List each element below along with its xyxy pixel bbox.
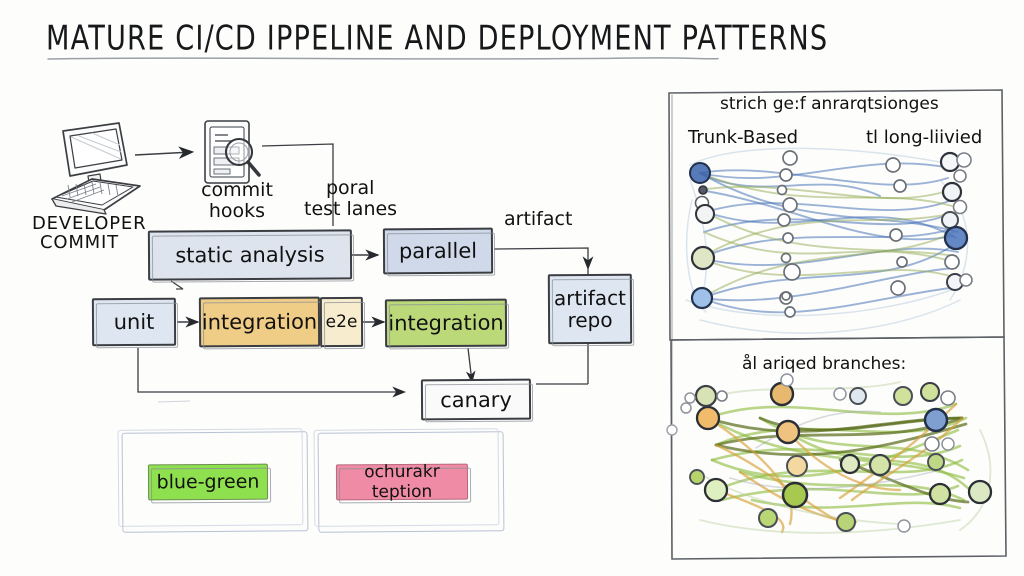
commit-hooks-line1: commit — [201, 179, 273, 201]
page-title: MATURE CI/CD IPPELINE AND DEPLOYMENT PAT… — [46, 18, 829, 59]
document-magnifier-icon — [204, 120, 261, 184]
node-ochurakr-teption[interactable]: ochurakr teption — [335, 461, 469, 503]
flow-connectors — [134, 143, 594, 403]
node-blue-green[interactable]: blue-green — [147, 463, 269, 501]
long-lived-label: tl long-liivied — [866, 127, 983, 148]
node-canary-label: canary — [440, 387, 512, 412]
node-integration-orange[interactable]: integration — [198, 296, 321, 348]
node-canary[interactable]: canary — [420, 378, 532, 421]
node-e2e-label: e2e — [325, 311, 358, 333]
node-blue-green-label: blue-green — [156, 470, 260, 494]
node-integration-green-label: integration — [388, 310, 504, 336]
artifact-label-text: artifact — [504, 208, 573, 230]
developer-commit-label: DEVELOPER COMMIT — [32, 214, 146, 253]
node-static-analysis[interactable]: static analysis — [147, 229, 353, 281]
commit-hooks-label: commit hooks — [198, 180, 276, 221]
long-lived-branch-network — [666, 373, 993, 534]
node-integration-green[interactable]: integration — [384, 298, 508, 348]
commit-hooks-line2: hooks — [208, 199, 266, 222]
node-unit-label: unit — [113, 309, 155, 335]
node-parallel[interactable]: parallel — [382, 227, 494, 275]
trunk-based-branch-network — [685, 147, 973, 334]
branching-heading: strich ge:f anrarqtsionges — [720, 94, 939, 114]
artifact-label: artifact — [504, 209, 572, 230]
test-lanes-line2: test lanes — [304, 197, 398, 220]
trunk-based-label: Trunk-Based — [688, 127, 799, 148]
node-e2e[interactable]: e2e — [319, 296, 364, 348]
node-parallel-label: parallel — [398, 238, 478, 264]
laptop-icon — [51, 122, 141, 215]
title-underline — [47, 57, 719, 60]
aligned-branches-heading: ål ariqed branches: — [742, 354, 907, 374]
test-lanes-line1: poral — [326, 177, 375, 199]
test-lanes-label: poral test lanes — [304, 178, 397, 219]
developer-commit-line2: COMMIT — [40, 232, 119, 254]
node-unit[interactable]: unit — [91, 297, 177, 347]
node-integration-orange-label: integration — [201, 309, 318, 335]
node-ochurakr-teption-label: ochurakr teption — [364, 461, 440, 503]
right-panel-frame — [668, 89, 1007, 560]
developer-commit-line1: DEVELOPER — [32, 213, 147, 234]
node-static-analysis-label: static analysis — [175, 242, 325, 268]
